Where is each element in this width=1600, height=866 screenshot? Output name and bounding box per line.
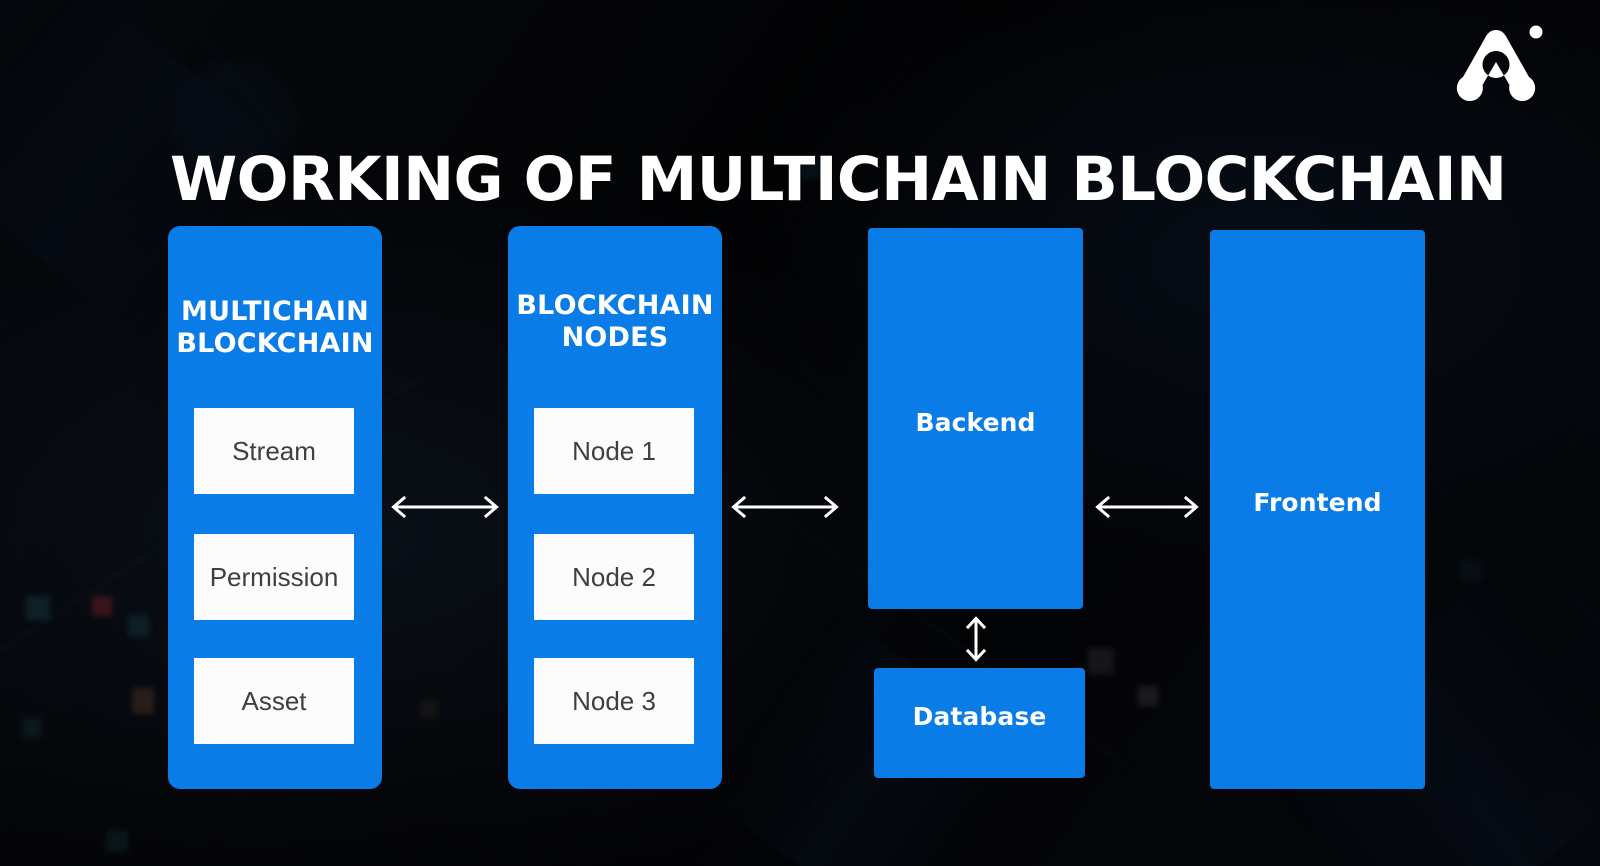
panel-backend[interactable]: Backend	[868, 228, 1083, 609]
arch-a-logo	[1448, 24, 1544, 102]
heading-line-2: BLOCKCHAIN	[176, 327, 374, 359]
panel-frontend[interactable]: Frontend	[1210, 230, 1425, 789]
card-asset[interactable]: Asset	[194, 658, 354, 744]
panel-database[interactable]: Database	[874, 668, 1085, 778]
card-node-2[interactable]: Node 2	[534, 534, 694, 620]
panel-heading-nodes: BLOCKCHAIN NODES	[508, 290, 722, 354]
panel-label-backend: Backend	[915, 408, 1036, 437]
connector-nodes-to-backend	[728, 493, 842, 521]
heading-line-1: BLOCKCHAIN	[516, 290, 714, 321]
connector-multichain-to-nodes	[388, 493, 502, 521]
heading-line-1: MULTICHAIN	[181, 296, 369, 327]
card-node-1[interactable]: Node 1	[534, 408, 694, 494]
heading-line-2: NODES	[561, 321, 669, 353]
panel-heading-multichain: MULTICHAIN BLOCKCHAIN	[168, 296, 382, 360]
panel-label-database: Database	[912, 702, 1047, 731]
connector-backend-to-database	[962, 614, 990, 664]
page-title: WORKING OF MULTICHAIN BLOCKCHAIN	[170, 143, 1507, 215]
card-stream[interactable]: Stream	[194, 408, 354, 494]
card-node-3[interactable]: Node 3	[534, 658, 694, 744]
connector-backend-to-frontend	[1092, 493, 1202, 521]
panel-label-frontend: Frontend	[1253, 488, 1382, 517]
card-permission[interactable]: Permission	[194, 534, 354, 620]
